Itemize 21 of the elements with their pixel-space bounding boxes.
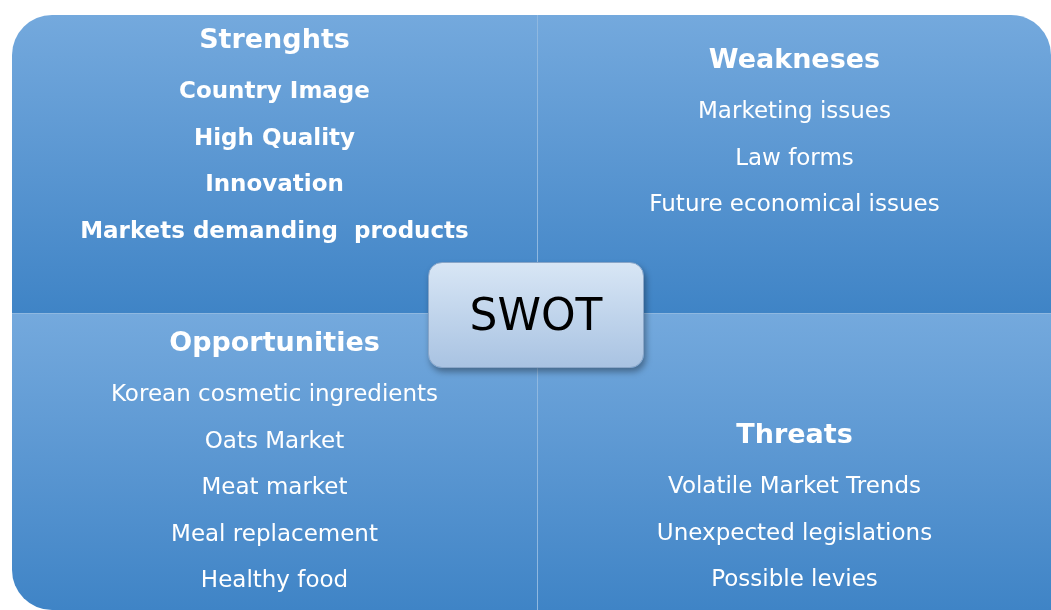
list-item: Volatile Market Trends bbox=[667, 471, 922, 500]
list-item: Country Image bbox=[179, 76, 370, 105]
list-item: Markets demanding products bbox=[80, 215, 469, 245]
list-item: Meal replacement bbox=[171, 518, 378, 548]
list-item: Meat market bbox=[201, 472, 348, 501]
list-item: High Quality bbox=[193, 122, 356, 152]
quadrant-heading: Threats bbox=[736, 417, 853, 451]
list-item: Marketing issues bbox=[698, 96, 891, 125]
list-item: Law forms bbox=[735, 142, 854, 172]
list-item: Oats Market bbox=[204, 425, 345, 455]
list-item: Korean cosmetic ingredients bbox=[110, 379, 439, 408]
list-item: Future economical issues bbox=[649, 189, 940, 218]
list-item: Healthy food bbox=[200, 565, 349, 594]
quadrant-heading: Weakneses bbox=[708, 42, 881, 76]
list-item: Possible levies bbox=[711, 564, 878, 593]
center-label: SWOT bbox=[469, 288, 603, 342]
list-item: Innovation bbox=[205, 169, 344, 198]
list-item: Unexpected legislations bbox=[656, 517, 933, 547]
quadrant-heading: Strenghts bbox=[199, 22, 350, 56]
center-box bbox=[428, 262, 644, 368]
quadrant-heading: Opportunities bbox=[169, 325, 380, 359]
